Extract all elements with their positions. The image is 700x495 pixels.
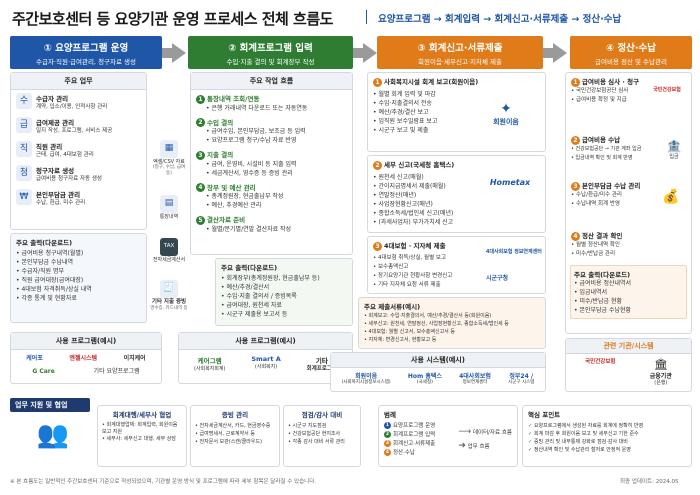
- tool-social-insurance: 4대사회보험 정보연계센터: [459, 373, 491, 385]
- clipboard-icon: 급: [16, 117, 32, 133]
- bank-book-icon: ▤: [160, 195, 178, 213]
- hoewon-eum-logo: ✦ 회원이음: [493, 101, 519, 126]
- col3-tools-panel: 사용 시스템(예시) 회원이음 (사회복지시설정보시스템) Hom 홈택스 (국…: [330, 352, 546, 392]
- tax-icon: TAX: [160, 238, 178, 256]
- staff-icon: 직: [16, 141, 32, 157]
- tax-invoice-label: TAX 전자세금계산서: [150, 238, 188, 263]
- rel-nhis: 국민건강보험: [585, 359, 616, 365]
- col2-output-panel: 주요 출력(다운로드) 회계장부(총계정원장, 현금출납부 등) 예산/추경/결…: [215, 258, 353, 326]
- col3-docs-panel: 주요 제출서류(예시) 회계보고: 수입·지출결의서, 예산/추경/결산서 등(…: [358, 297, 546, 349]
- support-title: 업무 지원 및 협업: [10, 398, 90, 412]
- page-subtitle: 요양프로그램 → 회계입력 → 회계신고·서류제출 → 정산·수납: [378, 14, 622, 25]
- page-title: 주간보호센터 등 요양기관 운영 프로세스 전체 흐름도: [12, 10, 333, 28]
- tool-easycare: 이지케어: [123, 355, 146, 362]
- col3-header: ③ 회계신고·서류제출 회원이음·세무신고·지자체 제출: [377, 36, 543, 69]
- receipt-icon: 🧾: [160, 280, 178, 298]
- tool-hometax: Hom 홈택스 (국세청): [407, 373, 442, 385]
- excel-data-label: ▦ 엑셀/CSV 자료 (청구, 수납, 급여 등): [150, 140, 188, 177]
- col4-related-panel: 관련 기관/시스템 국민건강보험 🏛 금융기관 (은행): [565, 338, 692, 392]
- nhis-logo: 국민건강보험: [653, 87, 681, 93]
- tool-gcare: G Care: [32, 368, 55, 375]
- tool-angel: 엔젤시스템: [69, 355, 98, 362]
- col4-section4: 4정산 결과 확인 월별 정산내역 확인 미수/반납금 관리: [566, 227, 691, 263]
- col2-tools-panel: 사용 프로그램(예시) 케어그램 (사회복지회계) Smart A (사회복지)…: [178, 332, 353, 384]
- collaboration-icon: 👥: [36, 420, 70, 450]
- support-card-evidence: 증빙 관리 전자세금계산서, 카드, 현금영수증 급여명세서, 근로계약서 등 …: [190, 405, 280, 467]
- excel-icon: ▦: [160, 140, 178, 158]
- flow-arrow-2: [353, 43, 377, 63]
- tool-carefor: 케어포: [26, 355, 43, 362]
- col3-section2: 2세무 신고(국세청 홈택스) 원천세 신고(매월) 간이지급명세서 제출(매월…: [367, 155, 546, 233]
- support-card-accounting: 회계대행/세무사 협업 회계대행업체: 회계입력, 회원이음 보고 지원 세무사…: [97, 405, 187, 467]
- other-receipt-label: 🧾 기타 지출 증빙 영수증, 카드내역 등: [150, 280, 188, 312]
- flow-arrow-3: [543, 43, 567, 63]
- col1-tools-panel: 사용 프로그램(예시) 케어포 엔젤시스템 이지케어 G Care 기타 요양프…: [10, 332, 162, 384]
- flow-arrow-1: [162, 43, 186, 63]
- city-hall-logo: 시군구청: [486, 275, 509, 282]
- key-points-panel: 핵심 포인트 요양프로그램에서 생성된 자료를 회계에 정확히 반영 회계 마감…: [522, 405, 692, 467]
- tool-gov24: 정부24 / 시군구 시스템: [508, 373, 535, 385]
- money-icon: ₩: [16, 189, 32, 205]
- tool-smarta: Smart A (사회복지): [251, 355, 281, 370]
- document-icon: 청: [16, 165, 32, 181]
- footnote: ※ 본 흐름도는 일반적인 주간보호센터 기준으로 작성되었으며, 기관별 운영…: [10, 479, 317, 485]
- col1-output-panel: 주요 출력(다운로드) 급여비용 청구내역(월별) 본인부담금 수납내역 수급자…: [10, 233, 147, 323]
- col4-output-panel: 주요 출력(다운로드) 급여비용 정산내역서 입금내역서 미수/반납금 현황 본…: [570, 265, 687, 319]
- user-icon: 수: [16, 93, 32, 109]
- bank-statement-label: ▤ 통장내역: [150, 195, 188, 220]
- social-insurance-logo: 4대사회보험 정보연계센터: [486, 249, 542, 255]
- tool-caregram: 케어그램 (사회복지회계): [193, 357, 226, 372]
- coin-icon: 💰: [662, 189, 680, 205]
- support-card-audit: 점검/감사 대비 시군구 지도점검 건강보험공단 현지조사 각종 감사 대비 서…: [283, 405, 361, 467]
- tool-hoewon-eum: 회원이음 (사회복지시설정보시스템): [341, 373, 391, 385]
- col2-header: ② 회계프로그램 입력 수입·지출 결의 및 회계장부 작성: [188, 36, 353, 69]
- col1-header: ① 요양프로그램 운영 수급자·직원·급여관리, 청구자료 생성: [10, 36, 162, 69]
- tool-others: 기타 요양프로그램: [93, 368, 140, 375]
- hometax-logo: Hometax: [489, 178, 531, 187]
- rel-bank: 🏛 금융기관 (은행): [649, 358, 672, 386]
- tool-other-accounting: 기타 회계프로그램: [306, 357, 338, 372]
- col2-step: 2수입 결의 급여수입, 본인부담금, 보조금 등 입력 요양프로그램 청구/수…: [196, 117, 347, 146]
- title-divider: [366, 10, 367, 24]
- col4-header: ④ 정산·수납 급여비용 정산 및 수납관리: [570, 36, 692, 69]
- deposit-icon: 🏦 입금: [666, 139, 682, 160]
- last-updated: 최종 업데이트: 2024.05: [620, 479, 679, 485]
- col2-step: 4장부 및 예산 관리 총계정원장, 현금출납부 작성 예산, 추경예산 관리: [196, 182, 347, 211]
- col2-step: 3지출 결의 급여, 운영비, 시설비 등 지출 입력 세금계산서, 영수증 등…: [196, 149, 347, 178]
